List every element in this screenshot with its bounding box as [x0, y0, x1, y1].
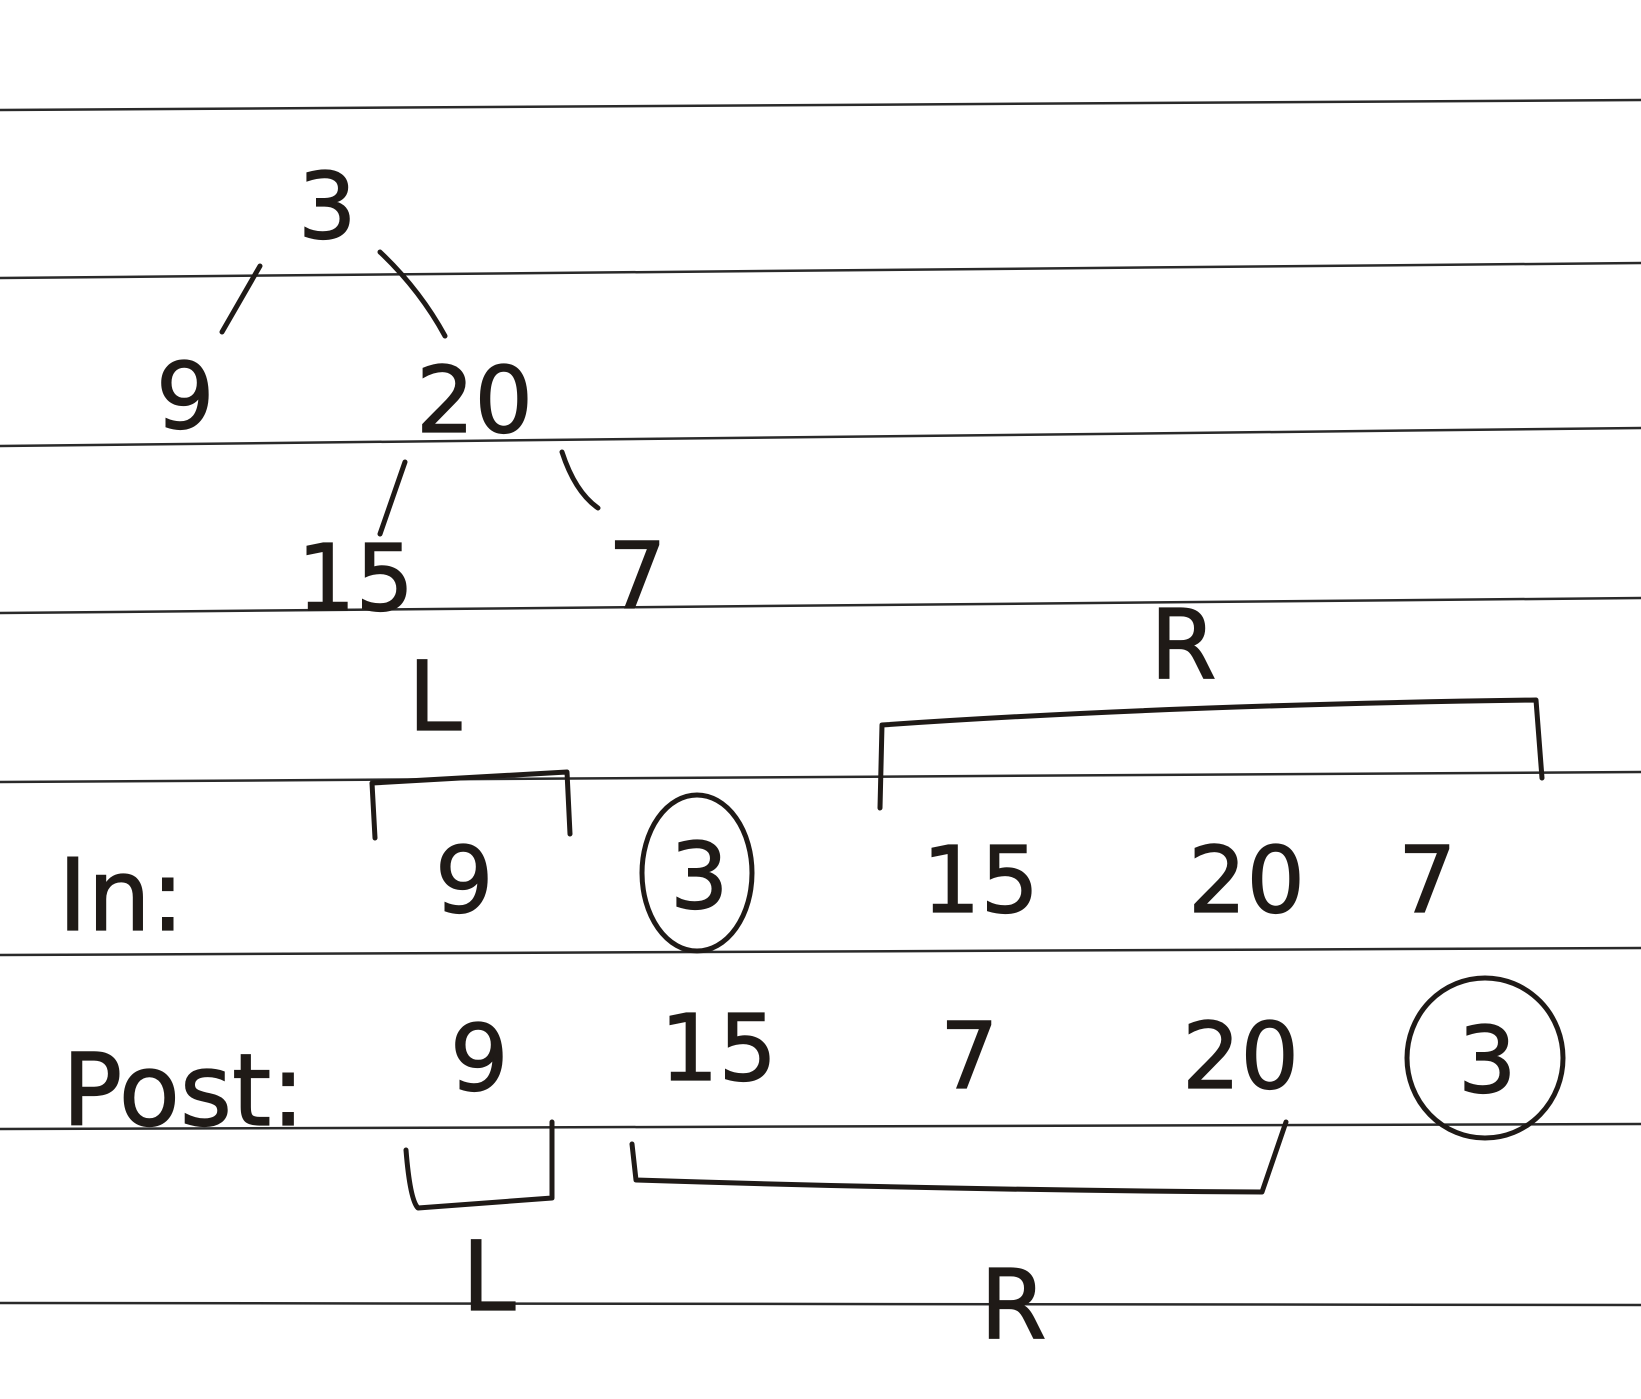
tree-node-right: 20 [416, 347, 533, 454]
rule-line [0, 770, 1641, 784]
tree-node-right-right: 7 [608, 523, 667, 630]
inorder-label: In: [58, 837, 185, 954]
rule-line [0, 946, 1641, 957]
inorder-value: 15 [922, 827, 1039, 934]
inorder-value: 7 [1398, 827, 1457, 934]
rule-line [0, 98, 1641, 112]
edge-20-to-15 [377, 459, 408, 537]
rule-line [0, 1301, 1641, 1307]
inorder-value: 3 [670, 823, 729, 930]
postorder-left-label: L [462, 1221, 515, 1333]
rule-line [0, 1122, 1641, 1131]
postorder-right-bracket [629, 1119, 1289, 1195]
inorder-right-label: R [1150, 589, 1217, 701]
postorder-left-bracket [403, 1119, 555, 1211]
edge-3-to-9 [219, 263, 263, 335]
postorder-right-label: R [980, 1249, 1047, 1361]
postorder-value: 15 [660, 995, 777, 1102]
edge-3-to-20 [377, 249, 448, 339]
postorder-value: 9 [450, 1005, 509, 1112]
rule-line [0, 426, 1641, 448]
inorder-left-label: L [408, 641, 461, 753]
postorder-label: Post: [62, 1032, 305, 1149]
rule-line [0, 261, 1641, 280]
postorder-value: 3 [1458, 1007, 1517, 1114]
inorder-left-bracket [369, 769, 573, 841]
tree-node-left: 9 [156, 343, 215, 450]
rule-line [0, 596, 1641, 615]
postorder-root-circle [1404, 975, 1566, 1141]
inorder-value: 9 [435, 827, 494, 934]
inorder-value: 20 [1188, 827, 1305, 934]
tree-node-right-left: 15 [297, 525, 414, 632]
edge-20-to-7 [559, 449, 601, 511]
postorder-value: 20 [1182, 1003, 1299, 1110]
inorder-root-circle [639, 792, 755, 954]
postorder-value: 7 [940, 1003, 999, 1110]
inorder-right-bracket [877, 697, 1545, 811]
tree-node-root: 3 [298, 153, 357, 260]
